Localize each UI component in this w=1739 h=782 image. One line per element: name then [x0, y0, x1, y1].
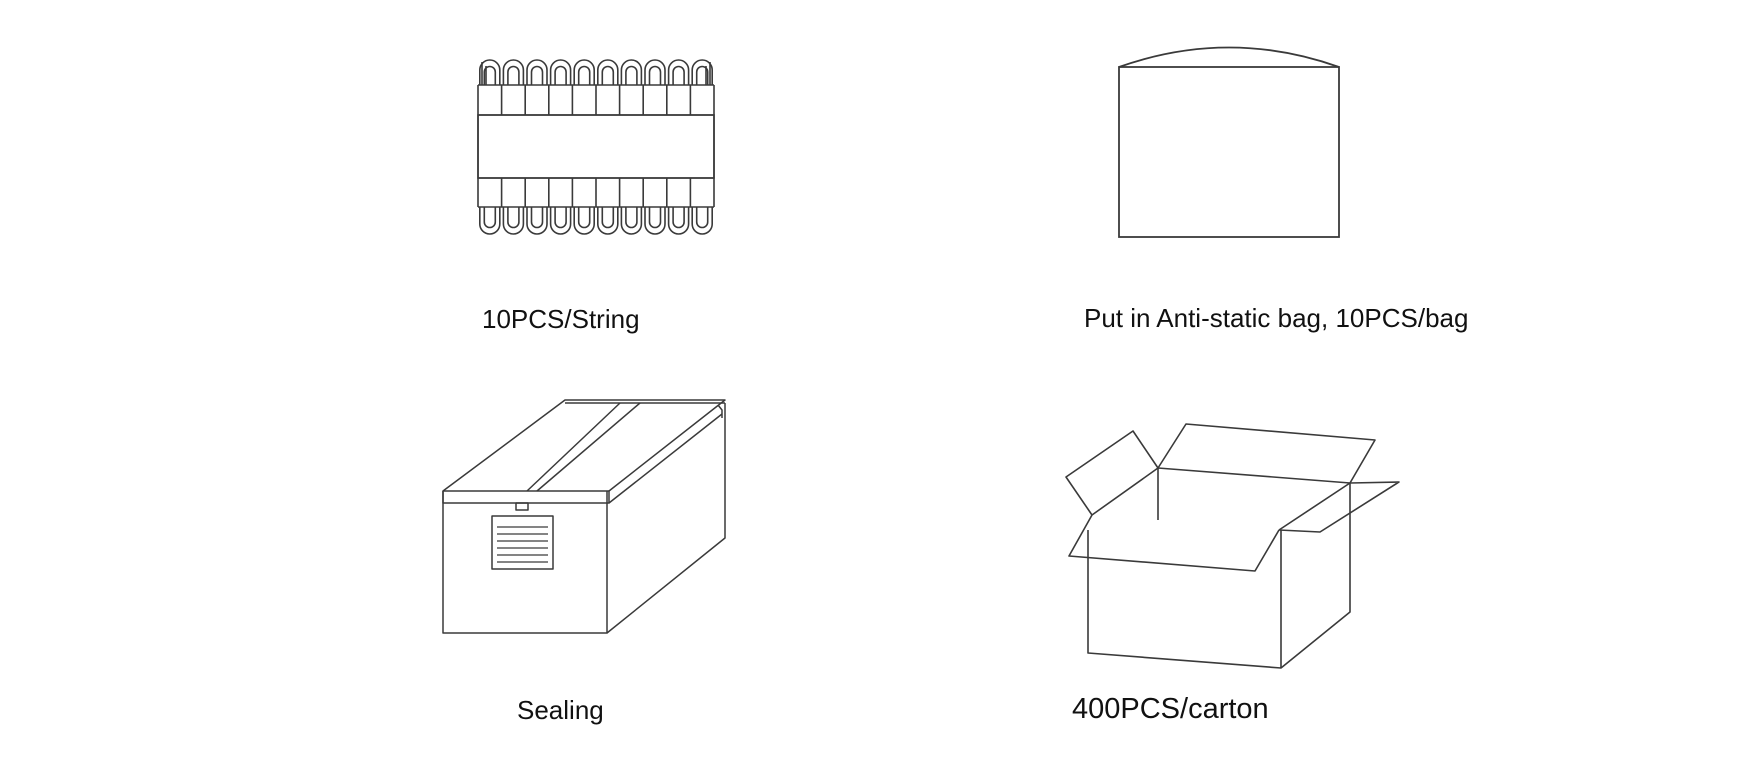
- caption-anti-static-bag: Put in Anti-static bag, 10PCS/bag: [1084, 303, 1469, 333]
- sealed-box-icon: [442, 399, 726, 634]
- caption-sealing: Sealing: [517, 695, 604, 725]
- open-carton-icon: [1065, 423, 1400, 669]
- caption-carton: 400PCS/carton: [1072, 693, 1269, 725]
- led-module-string-icon: [477, 59, 715, 235]
- anti-static-bag-icon: [1118, 46, 1340, 238]
- caption-string: 10PCS/String: [482, 304, 640, 334]
